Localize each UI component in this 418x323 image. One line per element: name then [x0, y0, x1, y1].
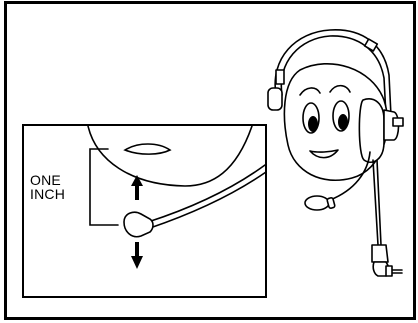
cartoon-head-with-headset [268, 30, 403, 276]
boom-mic-capsule [305, 196, 329, 210]
headband-clip-left [276, 70, 284, 84]
left-ear-pad [268, 88, 282, 110]
headband-clip-top [365, 39, 378, 51]
right-pupil [338, 114, 348, 130]
plug-collar [386, 266, 392, 276]
right-earphone-clip [393, 118, 403, 126]
plug-body [372, 245, 388, 262]
detail-inset [23, 125, 266, 297]
right-earphone [359, 99, 384, 162]
left-pupil [308, 116, 318, 132]
one-inch-label-line2: INCH [30, 187, 65, 202]
